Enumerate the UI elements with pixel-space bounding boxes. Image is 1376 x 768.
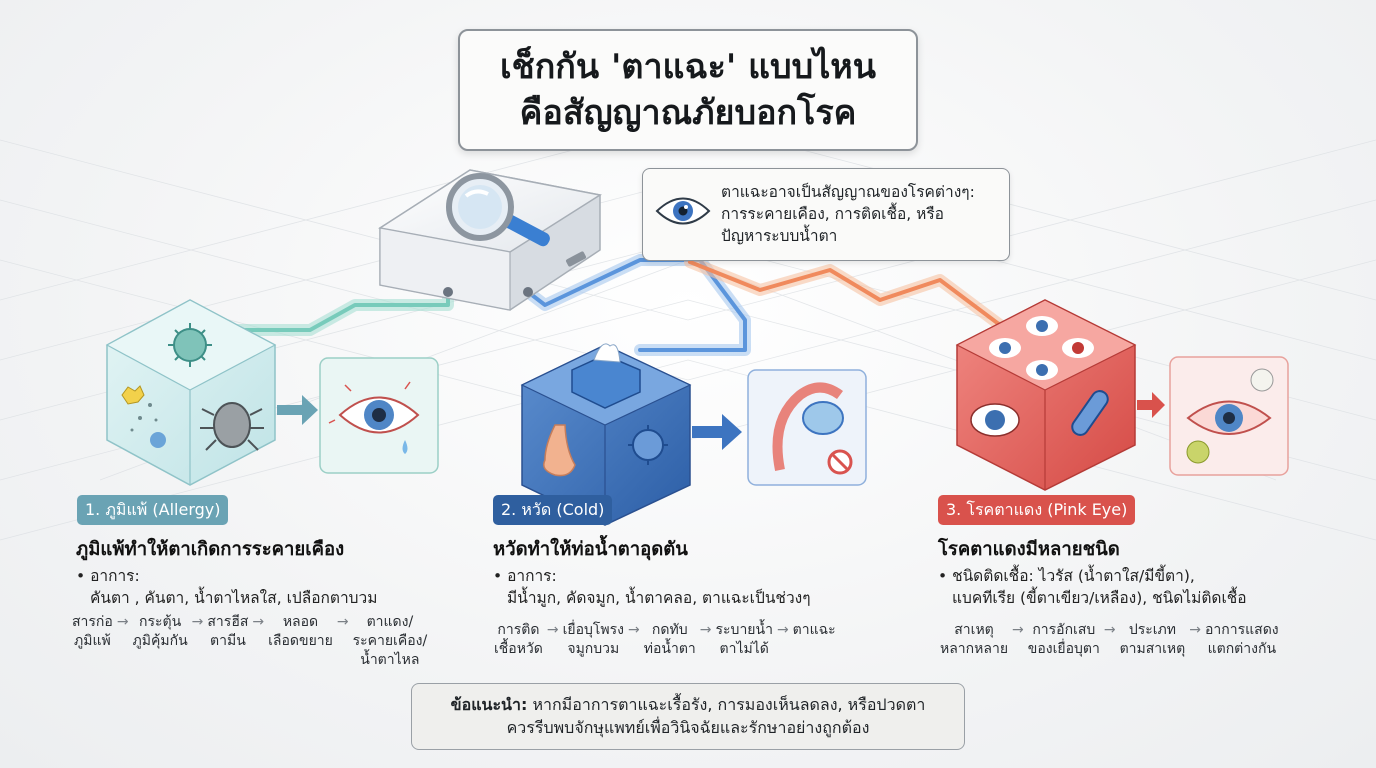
- pinkeye-symptom-text: แบคทีเรีย (ขี้ตาเขียว/เหลือง), ชนิดไม่ติ…: [952, 589, 1247, 607]
- connector-teal: [219, 286, 454, 336]
- allergy-symptoms: • อาการ: คันตา , คันตา, น้ำตาไหลใส, เปลื…: [76, 565, 377, 609]
- advice-line-1: ข้อแนะนำ: หากมีอาการตาแฉะเรื้อรัง, การมอ…: [412, 693, 964, 716]
- flow-step: สารฮีสตามีน: [207, 614, 249, 649]
- pollen-icon: [121, 385, 166, 448]
- title-box: เช็กกัน 'ตาแฉะ' แบบไหน คือสัญญาณภัยบอกโร…: [458, 29, 918, 151]
- pinkeye-symptom-label: • ชนิดติดเชื้อ: ไวรัส (น้ำตาใส/มีขี้ตา),: [938, 567, 1195, 585]
- cold-badge: 2. หวัด (Cold): [493, 495, 613, 525]
- flow-step: สารก่อภูมิแพ้: [72, 614, 113, 649]
- flow-step: กระตุ้นภูมิคุ้มกัน: [132, 614, 188, 649]
- flow-step: ตาแดง/ระคายเคือง/น้ำตาไหล: [352, 614, 428, 668]
- flow-step: กดทับท่อน้ำตา: [643, 622, 696, 657]
- arrow-right-icon: →: [1012, 622, 1024, 638]
- flow-step: อาการแสดงแตกต่างกัน: [1205, 622, 1279, 657]
- arrow-right-icon: →: [1189, 622, 1201, 638]
- cold-symptom-text: มีน้ำมูก, คัดจมูก, น้ำตาคลอ, ตาแฉะเป็นช่…: [507, 589, 811, 607]
- flow-step: ตาแฉะ: [792, 622, 836, 638]
- arrow-right-icon: →: [1103, 622, 1116, 638]
- arrow-pinkeye: [1137, 392, 1165, 418]
- dust-mite-icon: [200, 402, 264, 451]
- magnifier-icon: [446, 173, 550, 247]
- cold-symptoms: • อาการ: มีน้ำมูก, คัดจมูก, น้ำตาคลอ, ตา…: [493, 565, 811, 609]
- cold-cube: [520, 343, 692, 526]
- cold-flow: การติดเชื้อหวัด → เยื่อบุโพรงจมูกบวม → ก…: [494, 621, 836, 659]
- virus-icon: [628, 425, 668, 465]
- eye-icon: [655, 194, 711, 232]
- allergy-symptom-label: • อาการ:: [76, 567, 140, 585]
- flow-step: ประเภทตามสาเหตุ: [1119, 622, 1186, 657]
- pinkeye-symptoms: • ชนิดติดเชื้อ: ไวรัส (น้ำตาใส/มีขี้ตา),…: [938, 565, 1247, 609]
- arrow-right-icon: →: [191, 614, 204, 630]
- advice-text-1: หากมีอาการตาแฉะเรื้อรัง, การมองเห็นลดลง,…: [532, 695, 926, 714]
- flow-step: สาเหตุหลากหลาย: [940, 622, 1009, 657]
- allergy-heading: ภูมิแพ้ทำให้ตาเกิดการระคายเคือง: [76, 539, 345, 560]
- arrow-right-icon: →: [116, 614, 129, 630]
- tissue-box-icon: [571, 343, 641, 409]
- eyes-icon: [989, 316, 1094, 380]
- connector-orange: [684, 256, 1006, 331]
- info-line-1: ตาแฉะอาจเป็นสัญญาณของโรคต่างๆ:: [721, 183, 975, 201]
- title-line-1: เช็กกัน 'ตาแฉะ' แบบไหน: [500, 47, 876, 87]
- cold-heading: หวัดทำให้ท่อน้ำตาอุดตัน: [493, 539, 688, 560]
- arrow-right-icon: →: [699, 622, 712, 638]
- info-line-2: การระคายเคือง, การติดเชื้อ, หรือ: [721, 205, 944, 223]
- allergy-eye-card: [319, 357, 439, 474]
- flow-step: หลอดเลือดขยาย: [268, 614, 333, 649]
- allergy-symptom-text: คันตา , คันตา, น้ำตาไหลใส, เปลือกตาบวม: [90, 589, 378, 607]
- advice-label: ข้อแนะนำ:: [450, 695, 528, 714]
- arrow-cold: [692, 414, 742, 450]
- flow-step: การอักเสบของเยื่อบุตา: [1027, 622, 1100, 657]
- pinkeye-cube: [955, 299, 1137, 491]
- allergy-badge: 1. ภูมิแพ้ (Allergy): [77, 495, 229, 525]
- arrow-right-icon: →: [546, 622, 559, 638]
- allergy-cube: [105, 299, 277, 486]
- arrow-right-icon: →: [776, 622, 789, 638]
- allergy-flow: สารก่อภูมิแพ้ → กระตุ้นภูมิคุ้มกัน → สาร…: [72, 613, 427, 670]
- nose-icon: [543, 424, 576, 477]
- cold-symptom-label: • อาการ:: [493, 567, 557, 585]
- flow-step: เยื่อบุโพรงจมูกบวม: [562, 622, 625, 657]
- bacteria-icon: [1071, 390, 1109, 436]
- advice-box: ข้อแนะนำ: หากมีอาการตาแฉะเรื้อรัง, การมอ…: [411, 683, 965, 750]
- pinkeye-badge: 3. โรคตาแดง (Pink Eye): [938, 495, 1136, 525]
- title-line-2: คือสัญญาณภัยบอกโรค: [519, 93, 857, 133]
- eye-icon: [970, 403, 1020, 437]
- pinkeye-heading: โรคตาแดงมีหลายชนิด: [938, 539, 1120, 560]
- arrow-allergy: [277, 395, 318, 425]
- advice-line-2: ควรรีบพบจักษุแพทย์เพื่อวินิจฉัยและรักษาอ…: [506, 718, 870, 737]
- info-line-3: ปัญหาระบบน้ำตา: [721, 227, 838, 245]
- arrow-right-icon: →: [336, 614, 349, 630]
- flow-step: ระบายน้ำตาไม่ได้: [715, 622, 773, 657]
- pinkeye-flow: สาเหตุหลากหลาย → การอักเสบของเยื่อบุตา →…: [940, 621, 1279, 659]
- virus-icon: [168, 323, 212, 367]
- info-callout: ตาแฉะอาจเป็นสัญญาณของโรคต่างๆ: การระคายเ…: [642, 168, 1010, 261]
- arrow-right-icon: →: [252, 614, 265, 630]
- tear-duct-card: [747, 369, 867, 486]
- pinkeye-eye-card: [1169, 356, 1289, 476]
- arrow-right-icon: →: [628, 622, 640, 638]
- flow-step: การติดเชื้อหวัด: [494, 622, 543, 657]
